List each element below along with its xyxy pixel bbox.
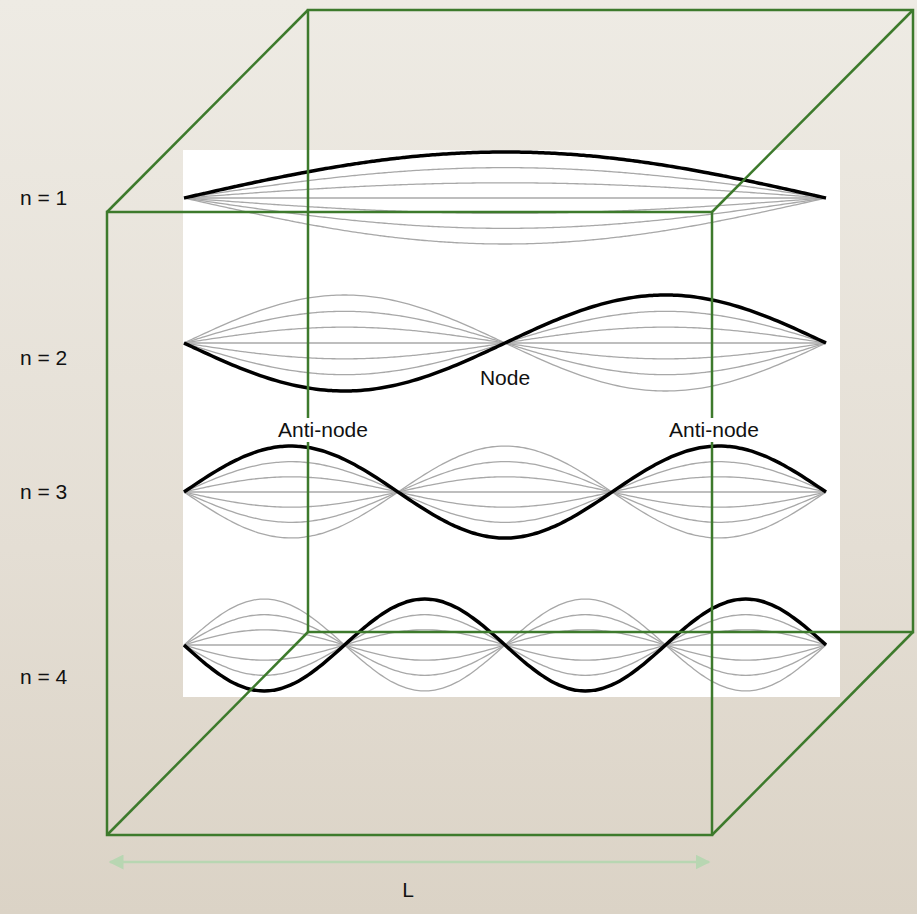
mode-envelope: [184, 446, 826, 538]
antinode-label: Anti-node: [276, 418, 370, 442]
length-arrow: [110, 861, 709, 864]
length-label: L: [402, 878, 414, 902]
mode-envelope: [184, 477, 826, 507]
node-label: Node: [480, 366, 530, 390]
mode-shape: [184, 295, 826, 391]
mode-envelope: [184, 295, 826, 391]
mode-envelope: [184, 446, 826, 538]
mode-envelope: [184, 462, 826, 523]
mode-label: n = 4: [20, 665, 67, 689]
mode-label: n = 1: [20, 186, 67, 210]
mode-envelope: [184, 152, 826, 198]
mode-envelope: [184, 197, 826, 198]
antinode-label: Anti-node: [667, 418, 761, 442]
mode-envelope: [184, 295, 826, 391]
wave-panel: [183, 150, 840, 697]
mode-envelope: [184, 477, 826, 507]
wave-curves: [184, 152, 826, 691]
mode-label: n = 3: [20, 480, 67, 504]
mode-envelope: [184, 462, 826, 523]
mode-envelope: [184, 491, 826, 492]
mode-envelope: [184, 198, 826, 244]
mode-shape: [184, 152, 826, 198]
cube-outline: [107, 10, 913, 835]
mode-envelope: [184, 599, 826, 691]
mode-label: n = 2: [20, 346, 67, 370]
mode-envelope: [184, 599, 826, 691]
mode-shape: [184, 599, 826, 691]
mode-shape: [184, 446, 826, 538]
